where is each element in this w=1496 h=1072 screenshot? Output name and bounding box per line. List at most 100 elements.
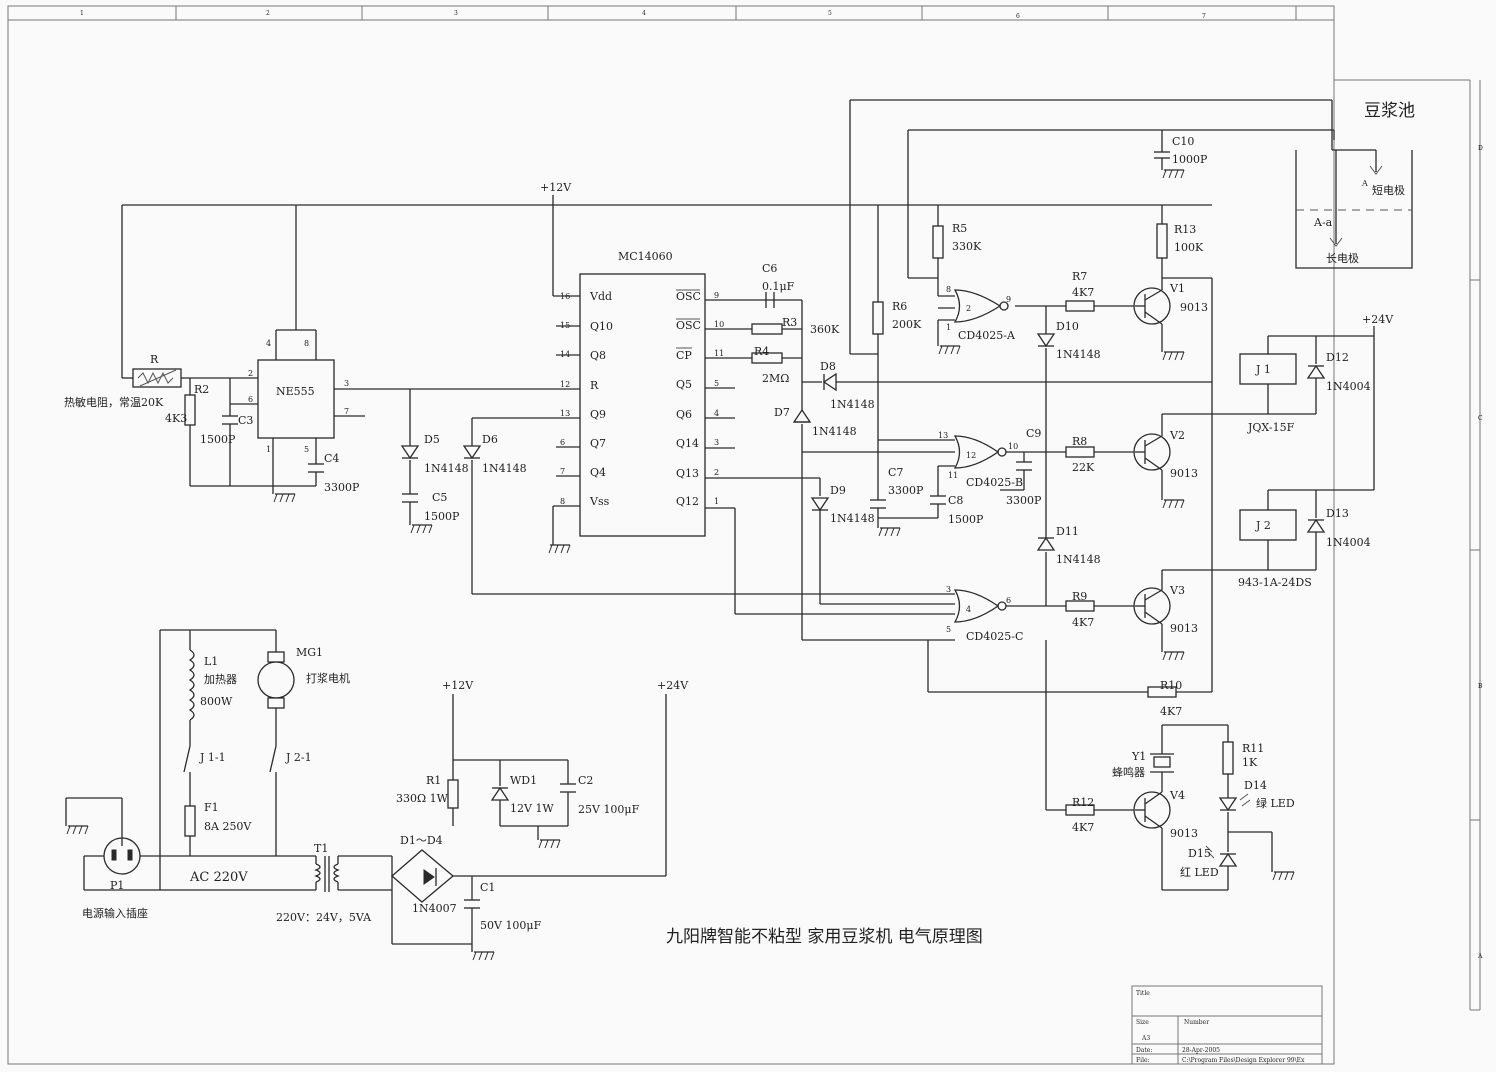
svg-text:A3: A3	[1141, 1035, 1150, 1042]
svg-text:1N4004: 1N4004	[1326, 536, 1371, 549]
svg-text:C9: C9	[1026, 427, 1041, 440]
diode-d10	[1036, 333, 1056, 348]
row-label-c: C	[1478, 415, 1483, 422]
svg-text:R13: R13	[1174, 223, 1196, 236]
svg-text:电源输入插座: 电源输入插座	[82, 906, 148, 920]
diode-d13	[1306, 518, 1326, 533]
svg-text:C10: C10	[1172, 135, 1194, 148]
svg-text:Q6: Q6	[676, 408, 692, 421]
gate-c-labels: 3 4 5 6 CD4025-C	[946, 585, 1023, 643]
svg-text:1N4148: 1N4148	[482, 462, 527, 475]
led-d14	[1218, 793, 1251, 812]
svg-text:25V 100μF: 25V 100μF	[578, 803, 640, 816]
svg-text:J 2: J 2	[1255, 519, 1271, 532]
col-label-5: 5	[828, 10, 832, 17]
resistor-r7	[1065, 300, 1095, 312]
svg-text:7: 7	[344, 407, 349, 416]
svg-text:R2: R2	[194, 383, 209, 396]
nor-gate-a	[953, 289, 1009, 323]
net-p12-top: +12V	[540, 181, 572, 194]
svg-text:C5: C5	[432, 491, 447, 504]
transformer-t1	[314, 856, 340, 892]
svg-text:V4: V4	[1169, 789, 1185, 802]
svg-text:12V 1W: 12V 1W	[510, 802, 554, 815]
svg-text:1N4148: 1N4148	[1056, 553, 1101, 566]
svg-text:D7: D7	[774, 406, 790, 419]
svg-text:10: 10	[714, 320, 724, 329]
svg-text:V2: V2	[1169, 429, 1185, 442]
svg-text:Q8: Q8	[590, 349, 606, 362]
svg-text:14: 14	[560, 350, 570, 359]
capacitor-c7	[870, 499, 886, 509]
wires-top	[121, 99, 1377, 891]
svg-text:D13: D13	[1326, 507, 1349, 520]
svg-text:R5: R5	[952, 222, 967, 235]
resistor-r4	[751, 352, 783, 364]
svg-text:加热器: 加热器	[204, 673, 237, 686]
diode-d6	[462, 445, 482, 460]
svg-text:10: 10	[1008, 442, 1018, 451]
svg-text:1: 1	[946, 323, 951, 332]
svg-text:Y1: Y1	[1131, 750, 1146, 763]
ne555-name: NE555	[276, 385, 315, 398]
svg-text:J 1: J 1	[1255, 363, 1271, 376]
svg-text:Q12: Q12	[676, 495, 699, 508]
svg-text:1N4148: 1N4148	[424, 462, 469, 475]
contact-j2-1	[269, 745, 277, 773]
svg-text:15: 15	[560, 321, 570, 330]
svg-text:8: 8	[304, 339, 309, 348]
svg-text:0.1μF: 0.1μF	[762, 280, 795, 293]
svg-text:9: 9	[714, 291, 719, 300]
svg-text:V1: V1	[1169, 282, 1185, 295]
row-label-d: D	[1478, 145, 1483, 152]
svg-text:8A 250V: 8A 250V	[204, 820, 252, 833]
col-label-7: 7	[1202, 13, 1206, 20]
svg-text:4K7: 4K7	[1072, 616, 1094, 629]
svg-text:1K: 1K	[1242, 756, 1258, 769]
title-block: Title Size A3 Number Date: 28-Apr-2005 F…	[1131, 985, 1323, 1065]
svg-text:12: 12	[966, 451, 976, 460]
svg-text:L1: L1	[204, 655, 218, 668]
svg-text:R11: R11	[1242, 742, 1264, 755]
svg-text:13: 13	[560, 409, 570, 418]
svg-text:Date:: Date:	[1136, 1047, 1152, 1054]
svg-text:4: 4	[714, 409, 719, 418]
thermistor-r	[132, 368, 182, 388]
resistor-r2	[184, 394, 196, 426]
svg-text:100K: 100K	[1174, 241, 1204, 254]
resistor-r8	[1065, 446, 1095, 458]
col-label-6: 6	[1016, 13, 1020, 20]
svg-text:1N4148: 1N4148	[830, 512, 875, 525]
diode-d9	[810, 497, 830, 512]
svg-text:9013: 9013	[1180, 301, 1208, 314]
svg-text:WD1: WD1	[510, 774, 537, 787]
svg-text:CD4025-B: CD4025-B	[966, 476, 1023, 489]
svg-text:11: 11	[948, 471, 958, 480]
svg-text:1500P: 1500P	[424, 510, 460, 523]
capacitor-c6	[765, 292, 775, 308]
svg-text:9: 9	[1006, 295, 1011, 304]
svg-text:5: 5	[946, 625, 951, 634]
net-p24-psu: +24V	[657, 679, 689, 692]
svg-text:9013: 9013	[1170, 622, 1198, 635]
component-labels: R 热敏电阻，常温20K R2 4K3 C3 1500P C4 3300P D5…	[64, 135, 1371, 932]
svg-text:8: 8	[946, 285, 951, 294]
svg-text:3300P: 3300P	[888, 484, 924, 497]
wires-power	[65, 629, 667, 952]
svg-text:50V 100μF: 50V 100μF	[480, 919, 542, 932]
fuse-f1	[184, 805, 196, 837]
svg-text:2: 2	[714, 468, 719, 477]
transistor-v1	[1133, 287, 1171, 325]
svg-text:2MΩ: 2MΩ	[762, 372, 789, 385]
svg-text:R3: R3	[782, 316, 797, 329]
svg-text:C6: C6	[762, 262, 777, 275]
resistor-r10	[1147, 686, 1177, 698]
svg-text:打浆电机: 打浆电机	[306, 671, 350, 685]
svg-text:R6: R6	[892, 300, 907, 313]
svg-text:2: 2	[248, 369, 253, 378]
svg-text:P1: P1	[110, 879, 124, 892]
svg-text:1500P: 1500P	[200, 433, 236, 446]
svg-text:9013: 9013	[1170, 827, 1198, 840]
resistor-r9	[1065, 600, 1095, 612]
